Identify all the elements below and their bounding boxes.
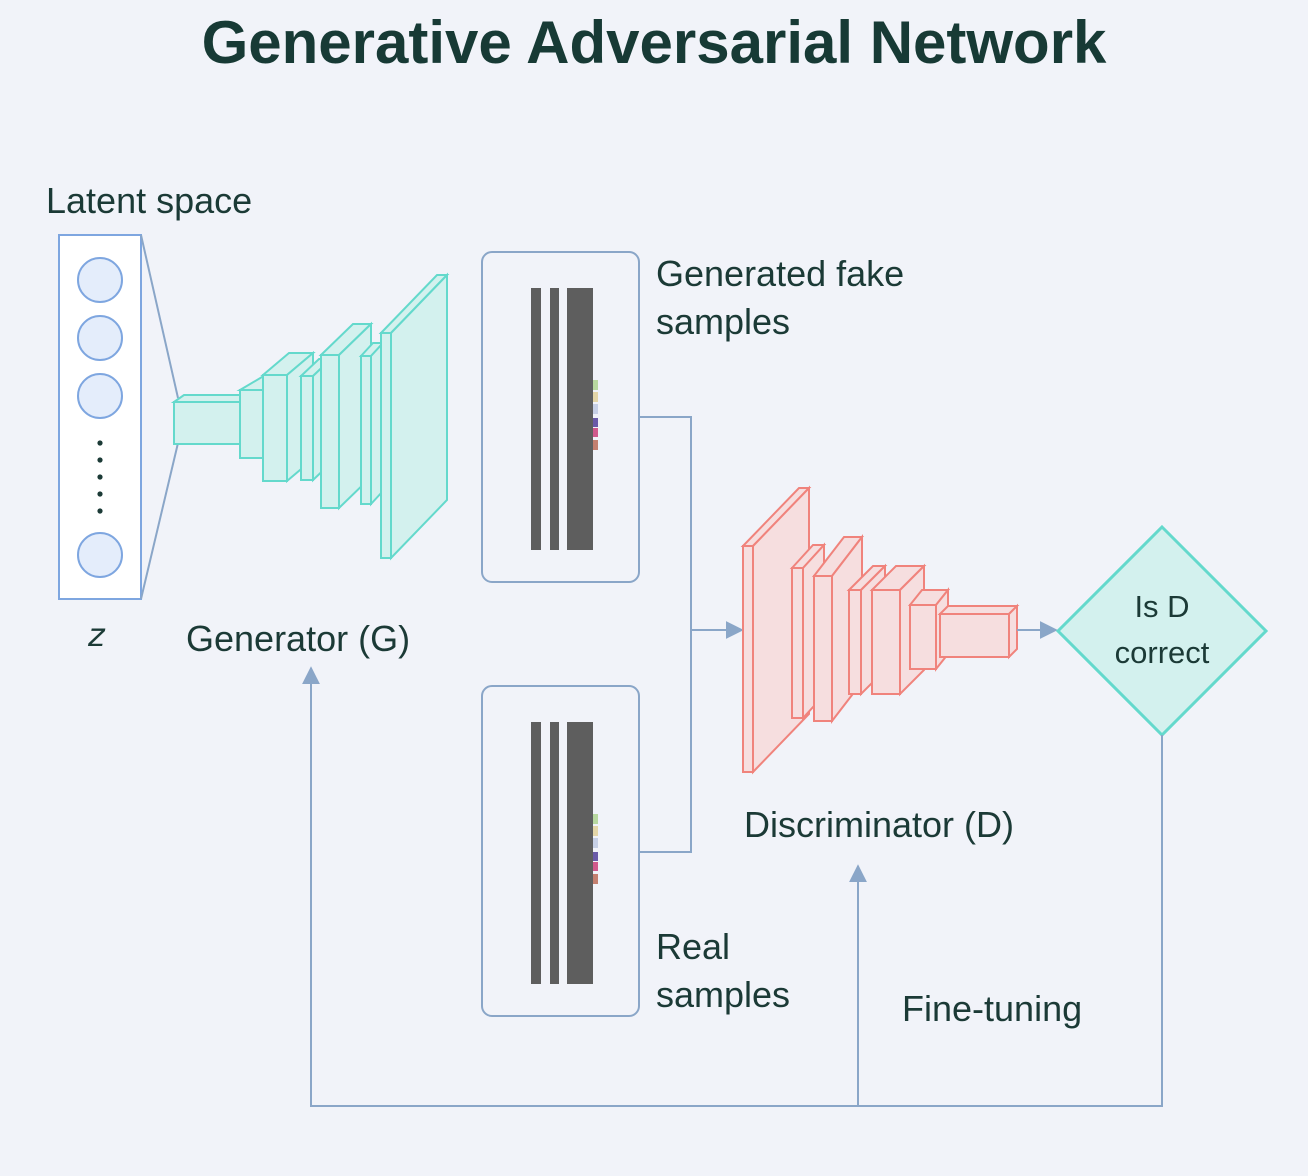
fake-samples-label-line2: samples	[656, 301, 791, 342]
latent-space-label: Latent space	[46, 180, 253, 221]
real-samples-label-line1: Real	[656, 926, 731, 967]
real-samples-label: Real samples	[656, 923, 790, 1019]
decision-label: Is D correct	[1058, 584, 1266, 676]
latent-node	[77, 532, 123, 578]
discriminator-network	[740, 485, 1020, 775]
fake-sample-image	[531, 288, 598, 550]
latent-node	[77, 257, 123, 303]
sample-connectors	[639, 416, 744, 853]
latent-node	[77, 373, 123, 419]
diagram-title: Generative Adversarial Network	[201, 9, 1107, 76]
fake-samples-label: Generated fake samples	[656, 250, 904, 346]
real-sample-image	[531, 722, 598, 984]
fine-tuning-label: Fine-tuning	[902, 988, 1083, 1029]
fake-samples-panel	[481, 251, 640, 583]
latent-variable-label: z	[88, 616, 105, 654]
latent-space-box	[58, 234, 179, 600]
feedback-loop	[302, 666, 1163, 1107]
generator-network	[170, 272, 450, 561]
discriminator-label: Discriminator (D)	[744, 804, 1014, 845]
decision-label-line2: correct	[1114, 635, 1210, 670]
latent-ellipsis	[97, 440, 103, 514]
real-samples-label-line2: samples	[656, 974, 791, 1015]
fake-samples-label-line1: Generated fake	[656, 253, 905, 294]
decision-label-line1: Is D	[1134, 589, 1190, 624]
generator-label: Generator (G)	[186, 618, 411, 659]
latent-nodes	[77, 257, 123, 578]
real-samples-panel	[481, 685, 640, 1017]
latent-node	[77, 315, 123, 361]
